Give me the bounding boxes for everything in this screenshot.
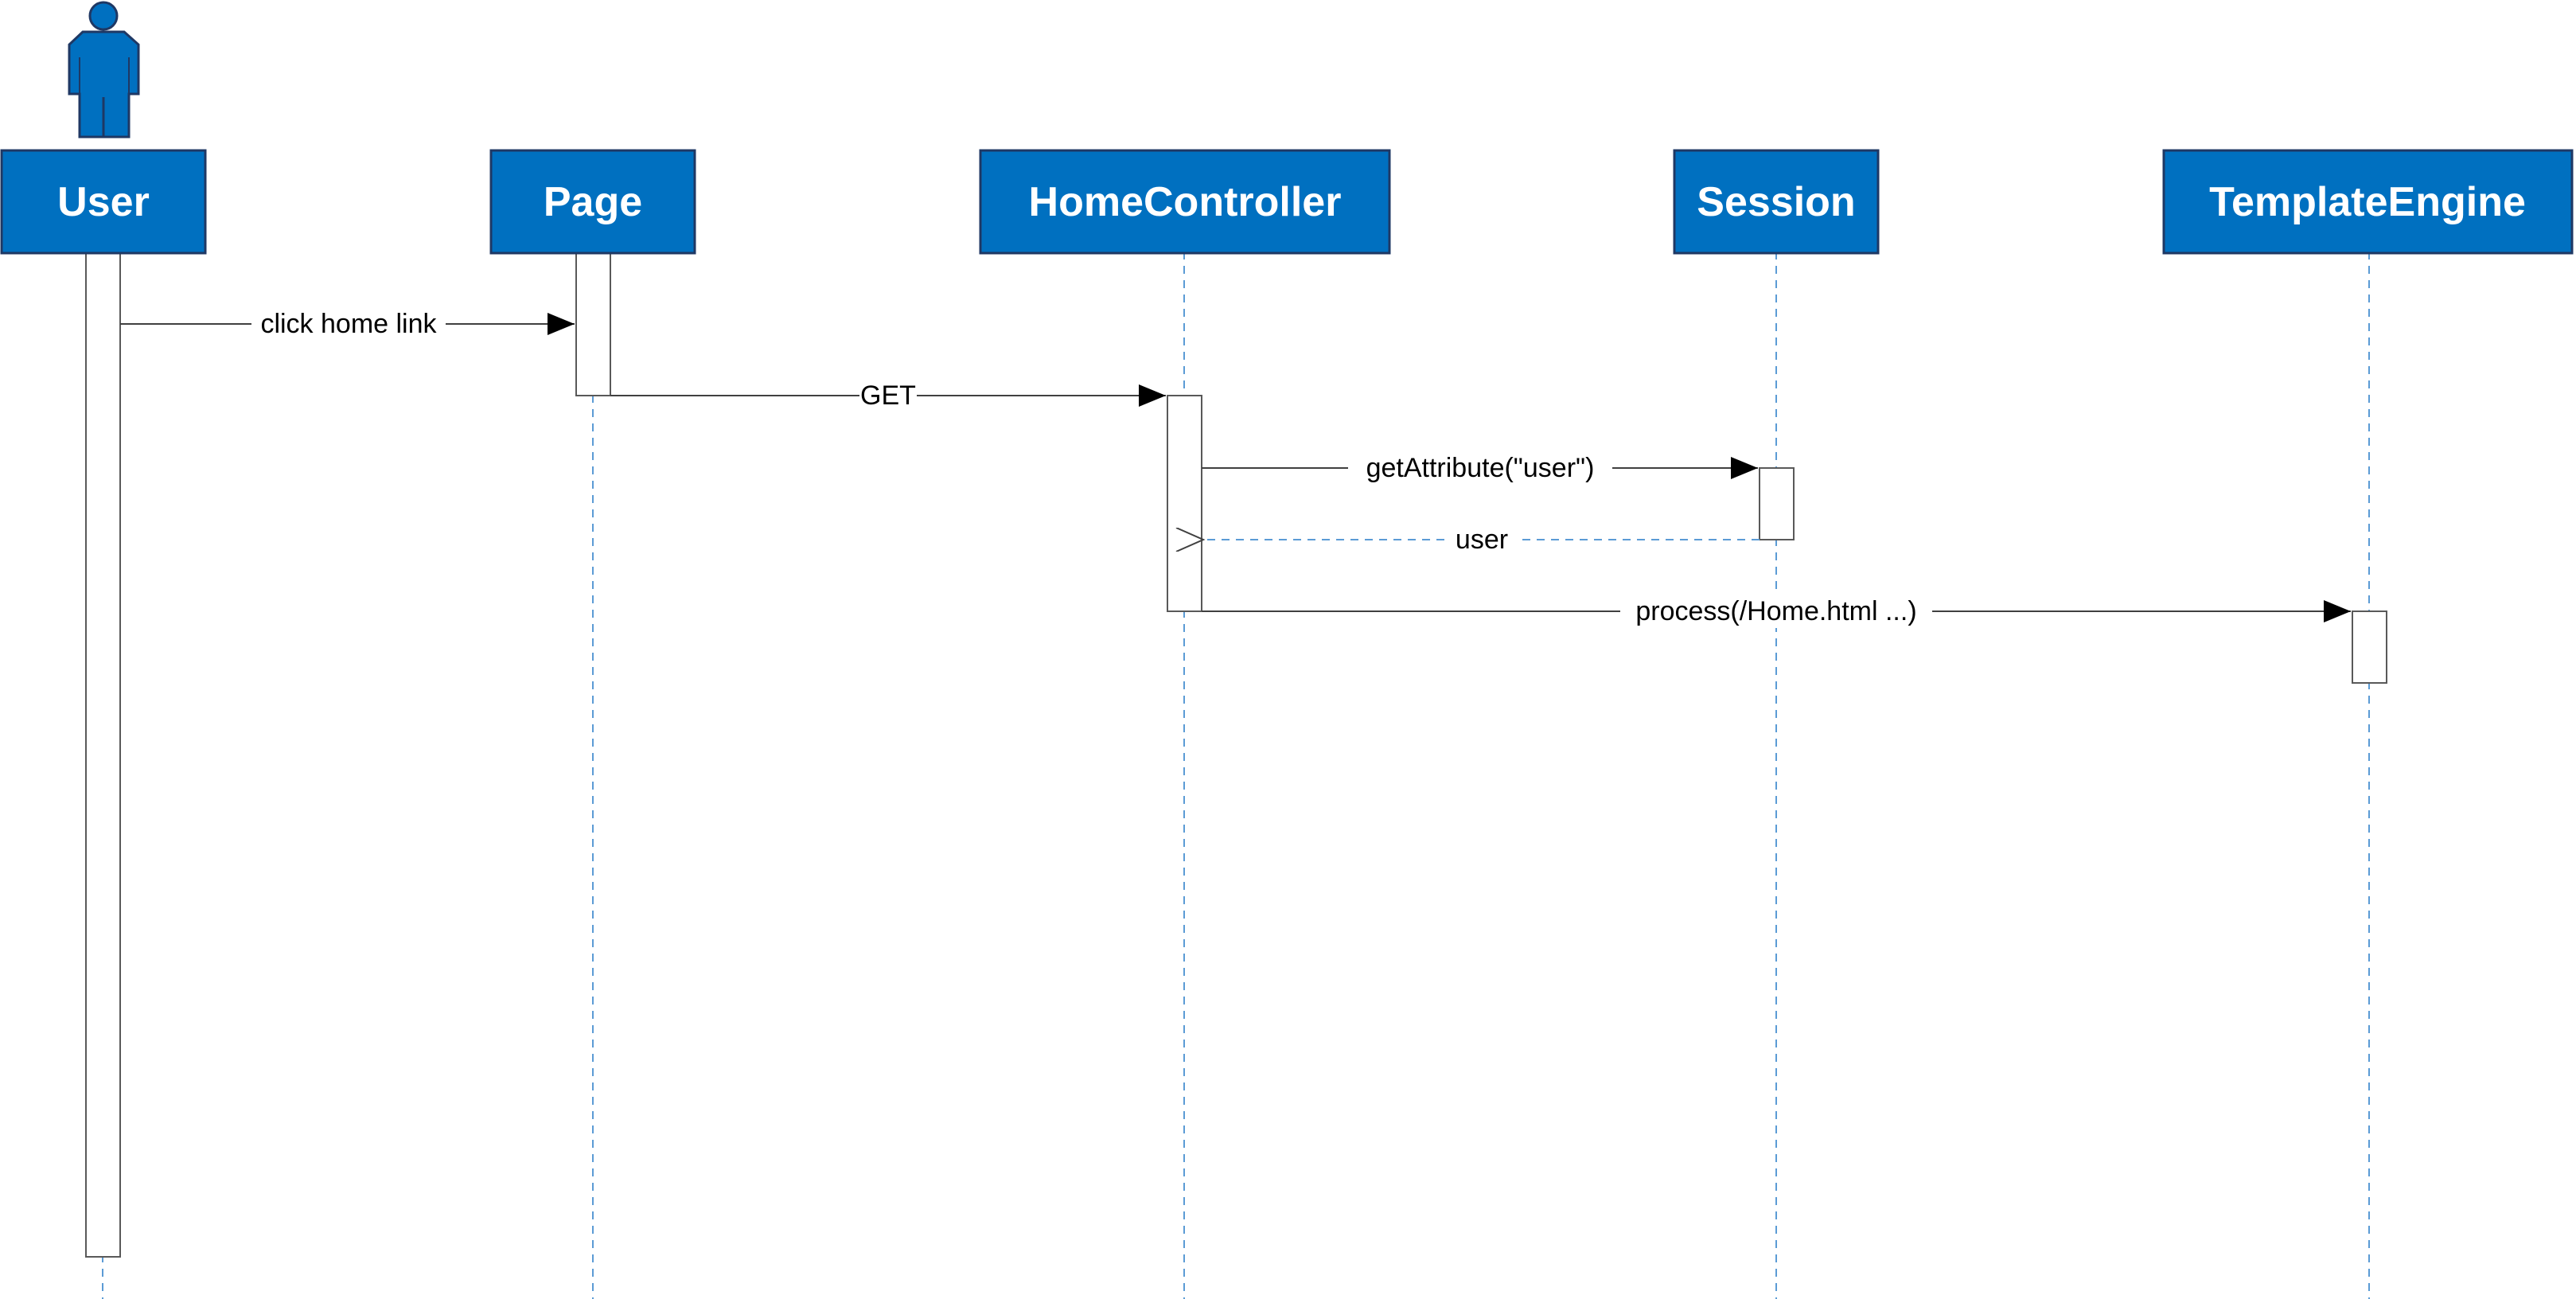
messages: click home link GET getAttribute("user")…	[120, 307, 2351, 628]
participant-label-page: Page	[544, 179, 642, 225]
message-getattribute: getAttribute("user")	[1202, 451, 1758, 485]
participant-label-user: User	[57, 179, 150, 225]
message-label-process: process(/Home.html ...)	[1635, 596, 1916, 626]
activation-page	[575, 251, 611, 396]
message-get: GET	[610, 379, 1166, 412]
participant-session: Session	[1673, 149, 1880, 255]
message-label-return-user: user	[1456, 525, 1508, 555]
activation-session	[1759, 467, 1795, 540]
participant-label-templateengine: TemplateEngine	[2209, 179, 2526, 225]
person-icon	[68, 1, 140, 138]
participant-homecontroller: HomeController	[979, 149, 1391, 255]
message-click-home-link: click home link	[120, 307, 575, 341]
message-label-click-home-link: click home link	[260, 309, 437, 339]
activation-homecontroller	[1167, 395, 1202, 612]
message-label-get: GET	[860, 380, 916, 411]
participant-page: Page	[489, 149, 696, 255]
activation-user	[85, 251, 121, 1258]
participant-label-homecontroller: HomeController	[1029, 179, 1342, 225]
participants: User Page HomeController Session Templat…	[0, 149, 2574, 255]
participant-templateengine: TemplateEngine	[2162, 149, 2574, 255]
message-return-user: user	[1203, 523, 1760, 556]
message-process: process(/Home.html ...)	[1202, 595, 2351, 628]
message-label-getattribute: getAttribute("user")	[1366, 453, 1595, 483]
participant-label-session: Session	[1697, 179, 1855, 225]
participant-user: User	[0, 149, 207, 255]
activations	[85, 251, 2387, 1258]
lifelines	[102, 252, 2370, 1299]
activation-templateengine	[2352, 610, 2387, 684]
